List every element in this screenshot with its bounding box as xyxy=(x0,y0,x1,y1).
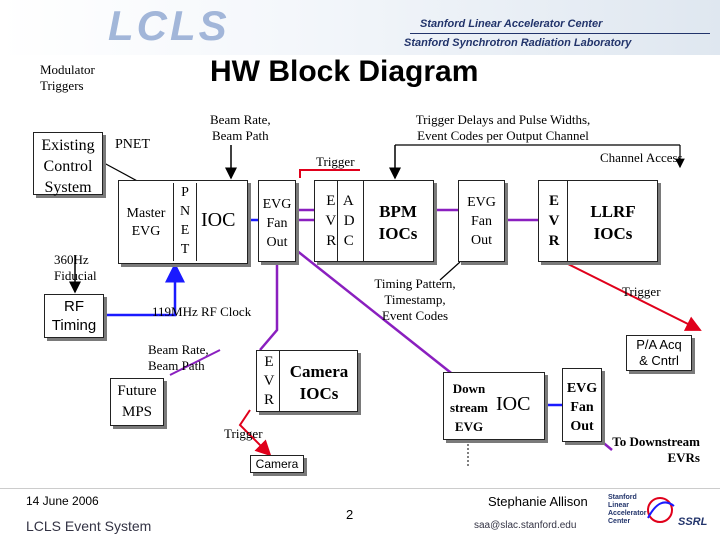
master-ioc-label: IOC xyxy=(201,209,236,231)
trigger-bottom-line xyxy=(238,409,272,457)
footer-date: 14 June 2006 xyxy=(26,494,99,508)
camera-small-box: Camera xyxy=(250,455,304,473)
channel-access-label: Channel Access xyxy=(600,150,683,165)
to-downstream-line xyxy=(599,439,613,451)
trigger-bottom-label: Trigger xyxy=(224,426,263,441)
slac-logo-swirl xyxy=(647,497,675,523)
fanout-to-downstream xyxy=(295,249,461,381)
org-line-1: Stanford Linear Accelerator Center xyxy=(420,18,603,30)
header-rule xyxy=(410,33,710,34)
footer-rule xyxy=(0,488,720,489)
page-number: 2 xyxy=(346,507,354,522)
rf-clock-label: 119MHz RF Clock xyxy=(152,304,252,319)
downstream-ioc-label: IOC xyxy=(496,393,531,415)
ssrl-logo: SSRL xyxy=(678,516,708,528)
footer-event-system: LCLS Event System xyxy=(26,518,152,534)
trigger-delays-label: Trigger Delays and Pulse Widths,Event Co… xyxy=(415,112,591,143)
footer-email: saa@slac.stanford.edu xyxy=(474,520,577,531)
trigger-right-label: Trigger xyxy=(622,284,661,299)
pa-acq-box: P/A Acq& Cntrl xyxy=(626,335,692,371)
header-band xyxy=(0,0,720,55)
timing-pattern-label: Timing Pattern,Timestamp,Event Codes xyxy=(374,276,456,323)
trigger-right-line xyxy=(559,259,702,331)
trigger-top-label: Trigger xyxy=(316,154,355,169)
beam-rate-path-label-2: Beam Rate,Beam Path xyxy=(148,342,209,373)
trigger-top-line xyxy=(299,169,360,178)
slide-title: HW Block Diagram xyxy=(210,55,479,88)
beam-rate-path-label: Beam Rate,Beam Path xyxy=(210,112,271,143)
rf-clock-line xyxy=(104,262,185,317)
fanout-to-camera xyxy=(259,262,279,351)
timing-pattern-line xyxy=(439,261,461,281)
pnet-label: PNET xyxy=(115,137,150,152)
footer-author: Stephanie Allison xyxy=(488,494,588,509)
lcls-logo: LCLS xyxy=(108,2,230,49)
org-line-2: Stanford Synchrotron Radiation Laborator… xyxy=(404,37,632,49)
future-mps-line xyxy=(169,349,221,376)
